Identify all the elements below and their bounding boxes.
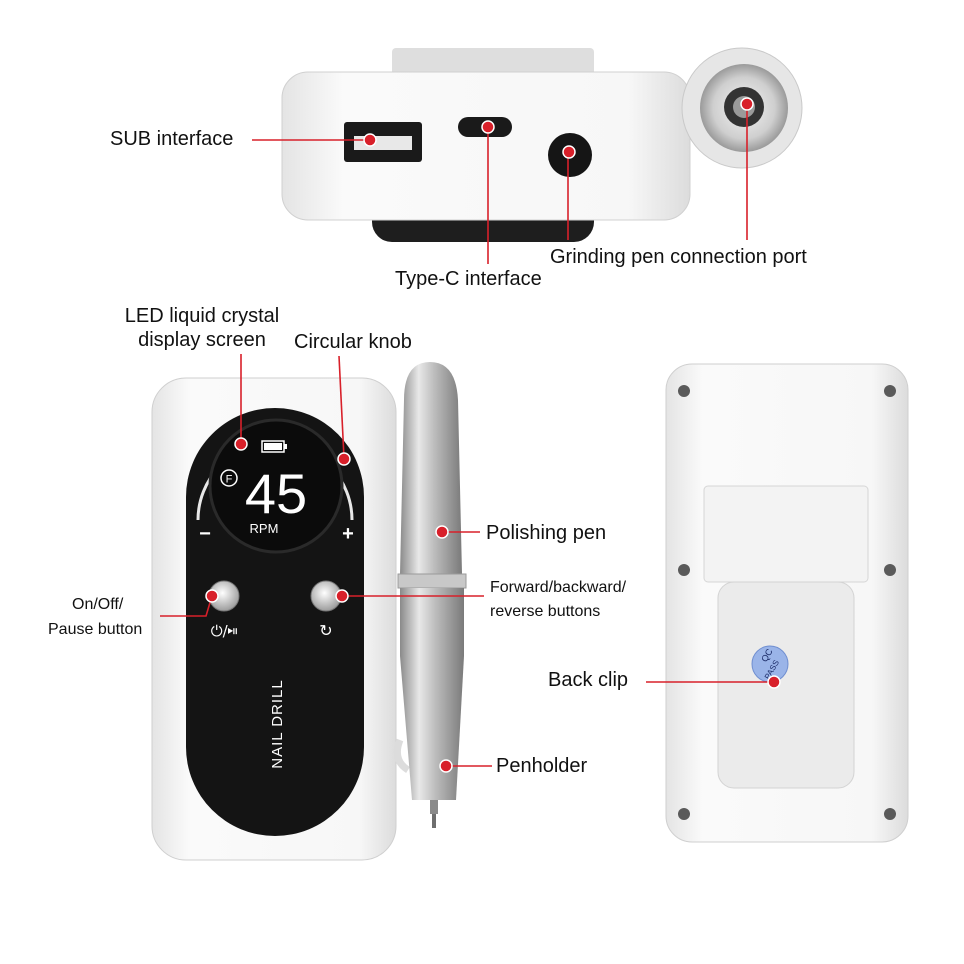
callout-dot (767, 675, 781, 689)
mode-letter: F (226, 474, 233, 486)
label-circular-knob: Circular knob (294, 331, 412, 353)
screw-hole (884, 564, 896, 576)
usb-port-tongue (354, 136, 412, 150)
callout-dot (337, 452, 351, 466)
screw-hole (678, 564, 690, 576)
top-body (281, 71, 691, 221)
top-view-device (281, 47, 803, 242)
pen-grip (400, 588, 464, 656)
callout-dots (205, 97, 781, 773)
pen-tip (430, 800, 438, 814)
pen-cable (393, 738, 411, 773)
power-pause-icon: ⏻/⏯ (211, 622, 238, 640)
mode-indicator-icon (220, 469, 238, 487)
leader-onoff (160, 595, 213, 617)
speed-unit: RPM (250, 521, 279, 536)
callout-dot (435, 525, 449, 539)
minus-sign: − (199, 523, 211, 545)
label-on-off-line2: Pause button (48, 621, 143, 638)
polishing-pen-device (393, 362, 467, 828)
label-led-screen-line1: LED liquid crystal (124, 305, 280, 327)
label-sub-interface: SUB interface (110, 128, 234, 150)
callout-dot (740, 97, 754, 111)
screw-hole (884, 385, 896, 397)
pen-body (400, 362, 462, 574)
screw-hole (678, 808, 690, 820)
callout-dot (335, 589, 349, 603)
label-polishing-pen: Polishing pen (486, 522, 607, 544)
label-fwd-back-line2: reverse buttons (490, 603, 601, 620)
leader-knob (338, 355, 345, 459)
pen-collar (397, 573, 467, 589)
label-type-c-interface: Type-C interface (395, 268, 542, 290)
back-clip-plate (717, 581, 855, 789)
callout-dot (363, 133, 377, 147)
back-view-device: QC PASS (665, 363, 909, 843)
label-fwd-back-line1: Forward/backward/ (490, 579, 627, 596)
rotate-icon: ↻ (319, 621, 332, 640)
label-back-clip: Back clip (548, 669, 629, 691)
screw-hole (678, 385, 690, 397)
brand-side-text: NAIL DRILL (269, 679, 286, 768)
display-screen (208, 418, 344, 554)
label-on-off-line1: On/Off/ (72, 596, 124, 613)
callout-leaders (160, 104, 774, 767)
label-led-screen-line2: display screen (138, 329, 266, 351)
plus-sign: + (342, 523, 354, 545)
label-penholder: Penholder (496, 755, 588, 777)
speed-readout: 45 (245, 462, 307, 525)
front-view-device: F 45 RPM − + ⏻/⏯ ↻ NAIL DRILL (151, 377, 397, 861)
callout-dot (439, 759, 453, 773)
callout-dot (562, 145, 576, 159)
callout-dot (205, 589, 219, 603)
screw-hole (884, 808, 896, 820)
back-clip-top (703, 485, 869, 583)
pen-holder-body (400, 656, 464, 800)
label-grinding-pen-port: Grinding pen connection port (550, 246, 807, 268)
callout-dot (481, 120, 495, 134)
callout-dot (234, 437, 248, 451)
